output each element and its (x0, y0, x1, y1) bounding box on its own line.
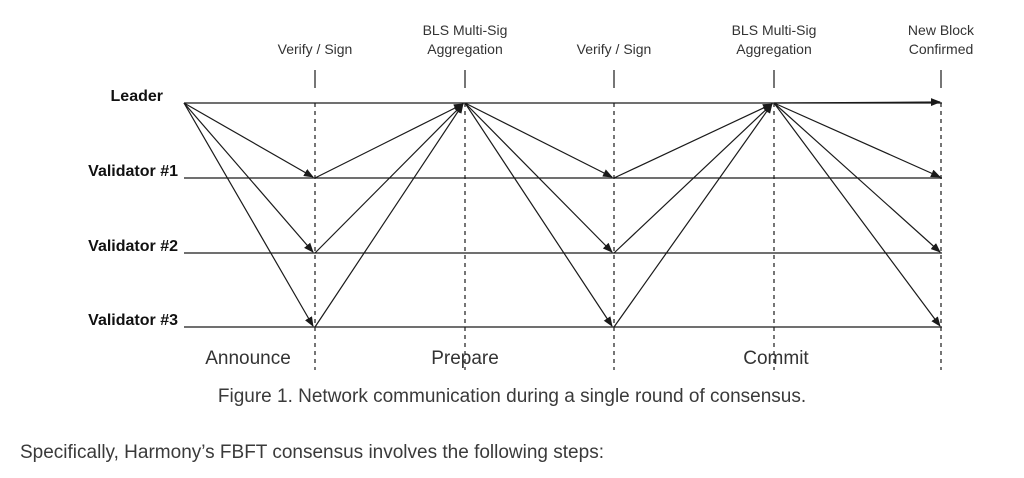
row-label-validator-1: Validator #1 (88, 163, 178, 180)
stage-label: Confirmed (909, 41, 974, 57)
phase-label-commit: Commit (743, 348, 809, 369)
stage-label: BLS Multi-Sig (423, 22, 508, 38)
stage-label: New Block (908, 22, 975, 38)
message-arrow (183, 102, 314, 178)
message-arrow (464, 102, 613, 178)
message-arrow (464, 102, 613, 327)
message-arrow (773, 102, 941, 178)
body-text: Specifically, Harmony’s FBFT consensus i… (20, 442, 604, 463)
message-arrow (613, 103, 773, 328)
stage-dividers (314, 70, 942, 370)
stage-label: BLS Multi-Sig (732, 22, 817, 38)
stage-label: Verify / Sign (577, 41, 652, 57)
message-arrow (183, 102, 314, 327)
message-arrow (314, 103, 464, 328)
stage-label: Aggregation (736, 41, 812, 57)
message-arrow (314, 103, 464, 179)
phase-labels: Announce Prepare Commit (205, 348, 809, 369)
stage-label: Aggregation (427, 41, 503, 57)
row-label-validator-2: Validator #2 (88, 238, 178, 255)
figure-caption: Figure 1. Network communication during a… (217, 386, 807, 407)
message-arrow (314, 103, 464, 254)
message-arrow (773, 102, 941, 327)
stage-label: Verify / Sign (278, 41, 353, 57)
phase-label-announce: Announce (205, 348, 291, 369)
row-label-leader: Leader (111, 88, 163, 105)
timelines (184, 102, 942, 328)
message-arrow (613, 103, 773, 179)
message-arrow (464, 102, 613, 253)
message-arrow (613, 103, 773, 254)
message-arrow (183, 102, 314, 253)
phase-label-prepare: Prepare (431, 348, 499, 369)
message-arrow (773, 102, 941, 253)
message-arrows (183, 98, 941, 328)
row-label-validator-3: Validator #3 (88, 312, 178, 329)
message-arrow (773, 98, 941, 107)
